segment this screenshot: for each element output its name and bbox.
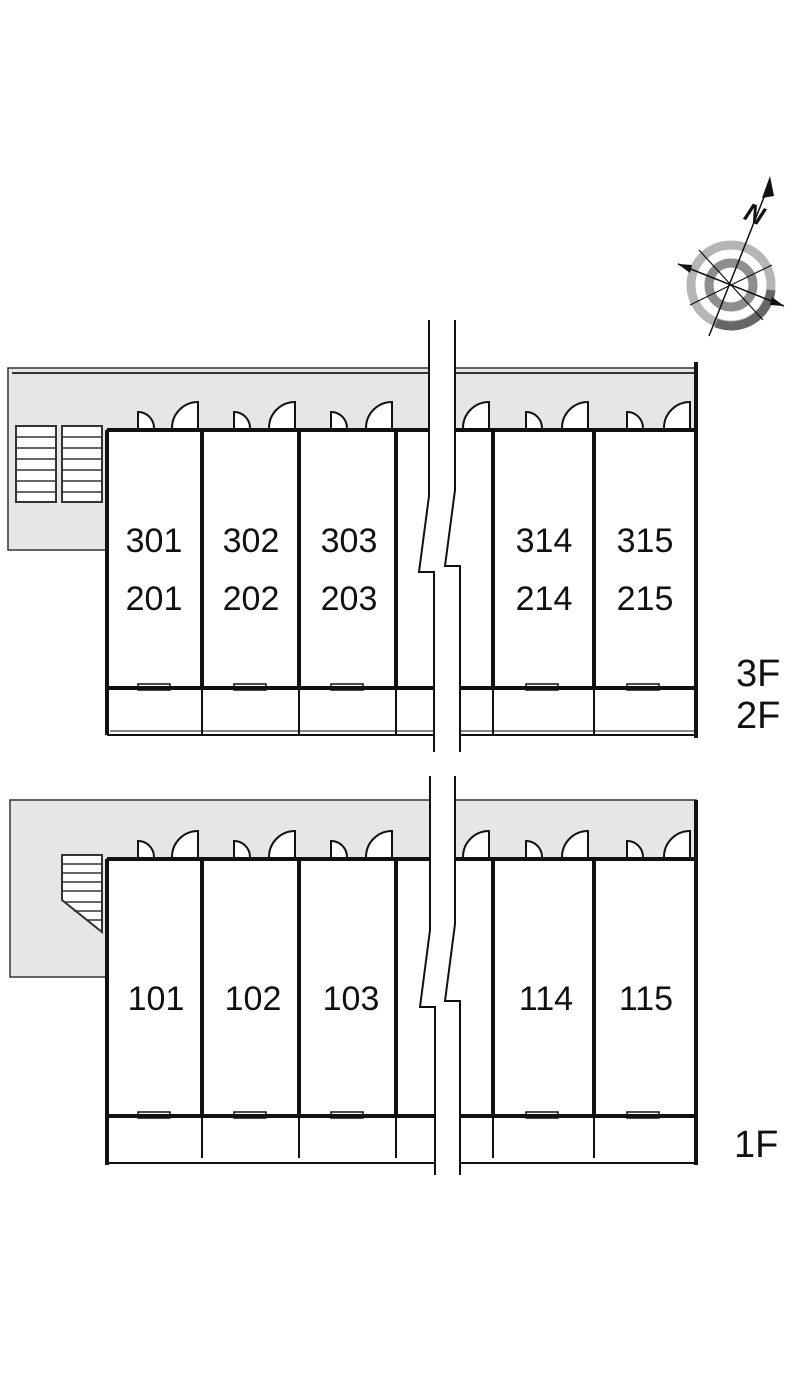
compass-arrowhead [678, 264, 692, 273]
floor-label-3f: 3F [736, 653, 780, 695]
window-mark [626, 1111, 660, 1119]
lower-doors [137, 829, 691, 858]
unit-label: 101 [128, 980, 185, 1018]
compass-arrowhead [770, 297, 784, 306]
window-marks [137, 1111, 660, 1119]
stair-frame [61, 425, 103, 503]
break-edge [418, 776, 436, 1175]
window-mark [137, 1111, 171, 1119]
unit-label: 315 [617, 522, 674, 560]
compass-ring-accent [714, 289, 776, 331]
window-mark [233, 683, 267, 691]
door [365, 829, 393, 858]
lower-building-outline [107, 859, 696, 1163]
window-mark [137, 683, 171, 691]
balcony-partitions [201, 688, 595, 735]
unit-label: 103 [323, 980, 380, 1018]
unit-label: 114 [519, 980, 573, 1018]
corridor-edge [12, 372, 696, 374]
unit-label: 102 [225, 980, 282, 1018]
partitions [200, 430, 596, 688]
door [137, 839, 155, 858]
unit-label: 215 [617, 580, 674, 618]
door [171, 829, 199, 858]
floor-label-1f: 1F [734, 1124, 778, 1166]
compass-inner-ring [704, 258, 758, 312]
stair-treads [16, 436, 102, 493]
lower-unit-labels: 101 102 103 114 115 [128, 980, 673, 1018]
door [268, 400, 296, 429]
lower-floor-block: 101 102 103 114 115 1F [9, 776, 778, 1175]
door [365, 400, 393, 429]
window-mark [233, 1111, 267, 1119]
stair-frame [61, 854, 103, 935]
door [663, 400, 691, 429]
unit-label: 302 [223, 522, 280, 560]
door [330, 410, 348, 429]
door [233, 839, 251, 858]
compass-north-arrow [762, 176, 774, 198]
door [171, 400, 199, 429]
partitions [200, 859, 596, 1116]
stair-treads [62, 863, 102, 921]
window-mark [525, 1111, 559, 1119]
stair-frame [15, 425, 57, 503]
door [268, 829, 296, 858]
upper-staircase [15, 425, 103, 503]
window-mark [525, 683, 559, 691]
balcony-partitions [201, 1116, 595, 1158]
window-mark [330, 683, 364, 691]
door [663, 829, 691, 858]
door [626, 410, 644, 429]
door [137, 410, 155, 429]
unit-label: 202 [223, 580, 280, 618]
window-marks [137, 683, 660, 691]
unit-label: 214 [516, 580, 573, 618]
unit-label: 314 [516, 522, 573, 560]
window-mark [330, 1111, 364, 1119]
unit-label: 201 [126, 580, 183, 618]
door [233, 410, 251, 429]
upper-doors [137, 400, 691, 429]
door [462, 400, 490, 429]
compass: N [677, 176, 785, 337]
compass-line [689, 264, 773, 306]
break-edge [443, 320, 461, 752]
break-edge [443, 776, 461, 1175]
door [561, 829, 589, 858]
compass-north-label: N [740, 197, 770, 232]
window-mark [626, 683, 660, 691]
unit-label: 303 [321, 522, 378, 560]
upper-building-outline [107, 430, 696, 735]
door [462, 829, 490, 858]
unit-label: 203 [321, 580, 378, 618]
door [525, 410, 543, 429]
break-edge [417, 320, 435, 752]
unit-label: 115 [619, 980, 673, 1018]
door [330, 839, 348, 858]
door [626, 839, 644, 858]
unit-label: 301 [126, 522, 183, 560]
lower-staircase [61, 854, 103, 935]
door [561, 400, 589, 429]
compass-line [708, 181, 771, 337]
floor-label-2f: 2F [736, 695, 780, 737]
door [525, 839, 543, 858]
upper-unit-labels: 301 201 302 202 303 203 314 214 315 215 [126, 522, 674, 618]
upper-floor-block: 301 201 302 202 303 203 314 214 315 215 … [7, 320, 780, 752]
